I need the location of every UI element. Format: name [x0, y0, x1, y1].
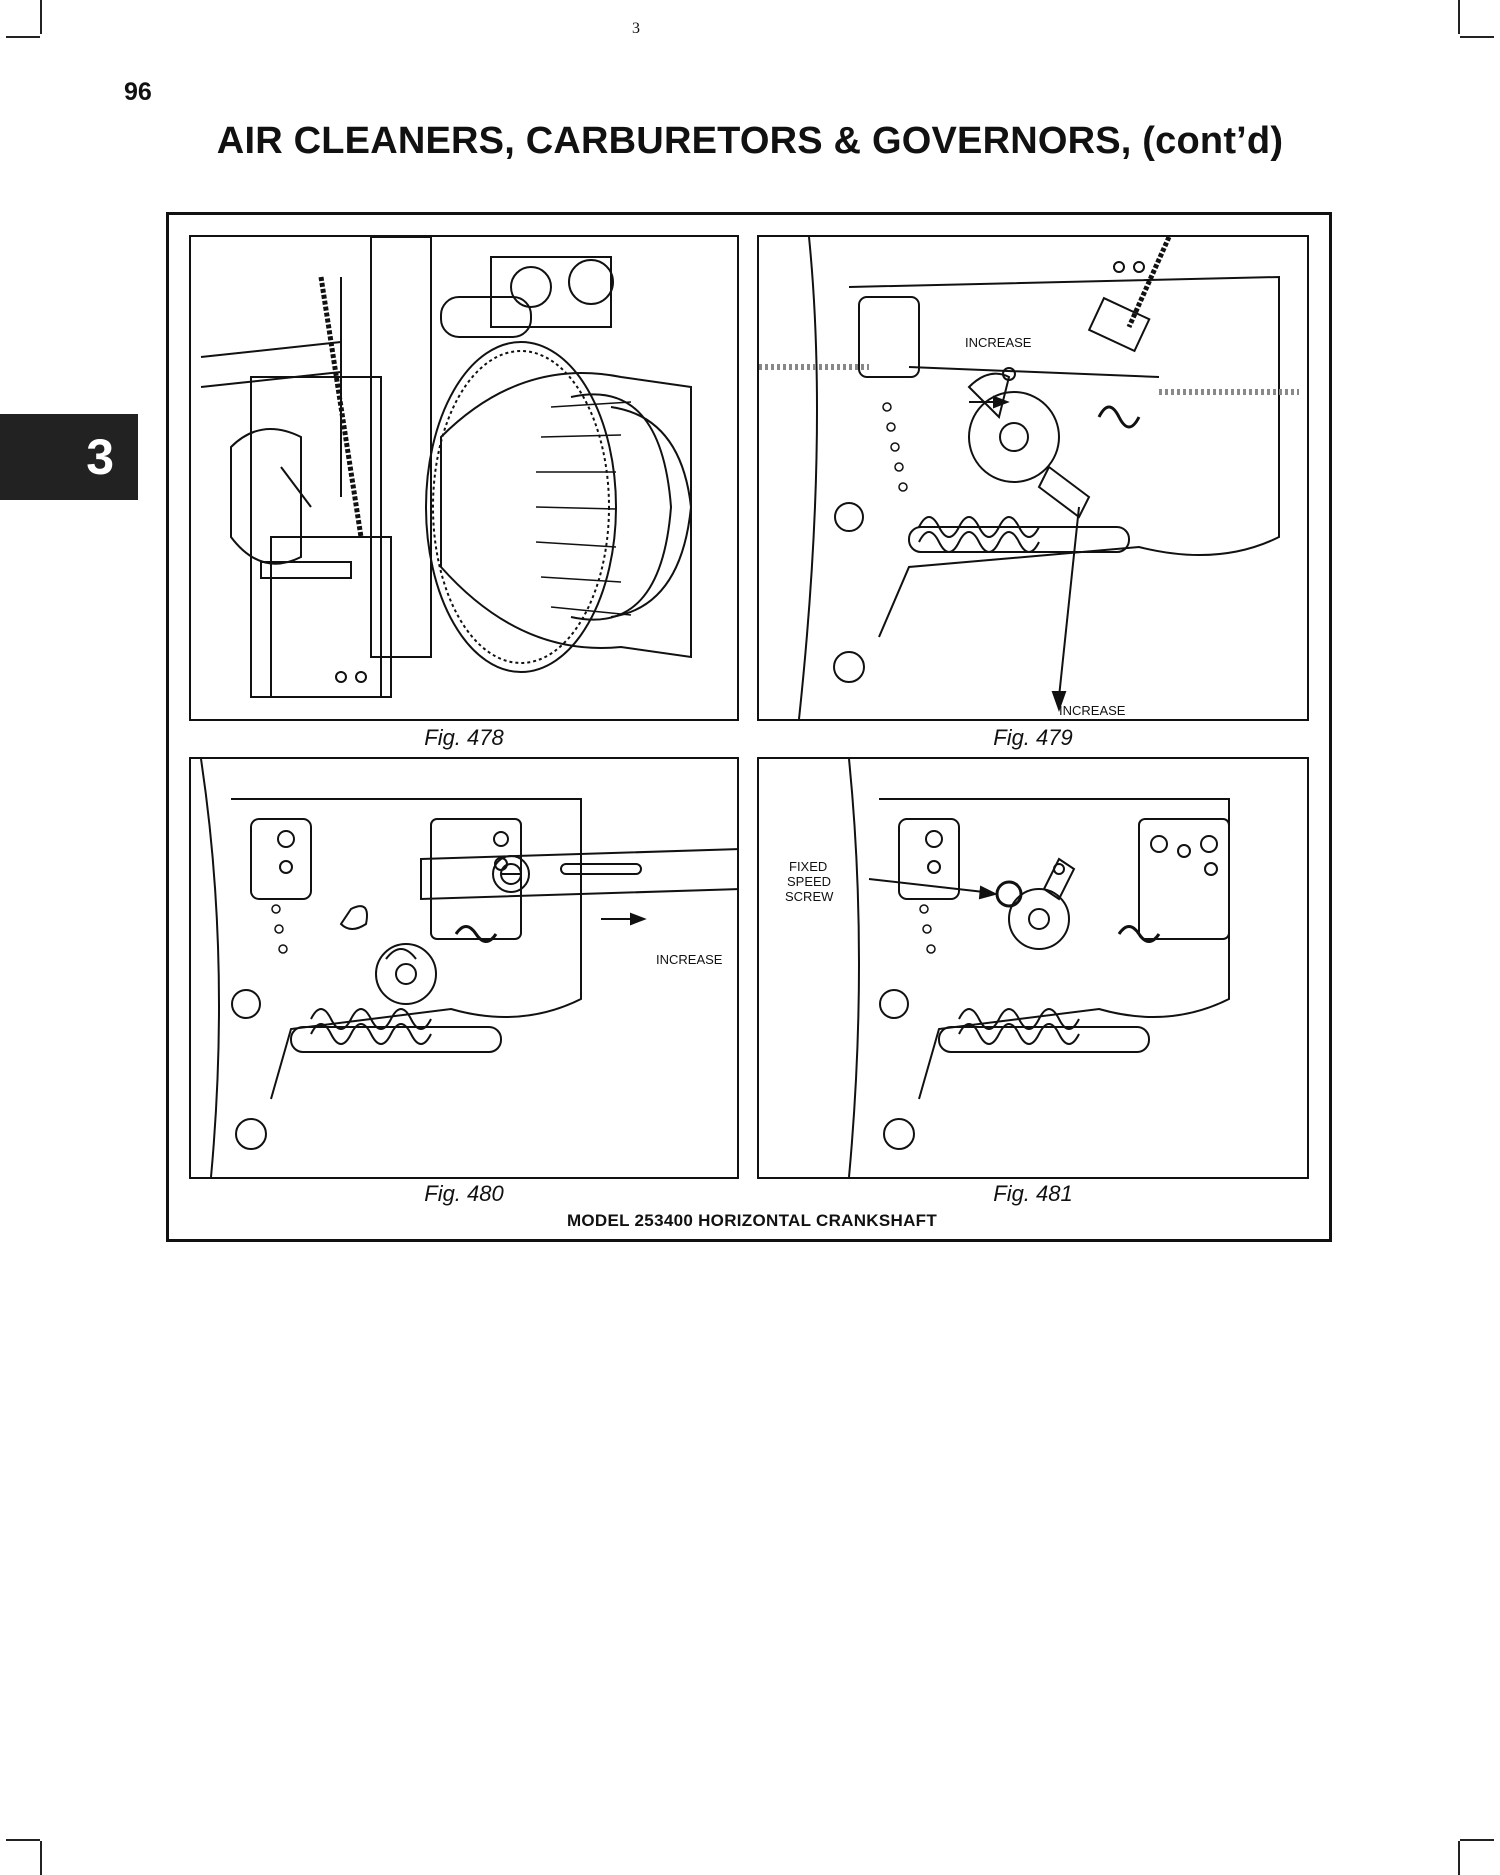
fixed-label: FIXED — [789, 859, 827, 874]
figure-480-caption: Fig. 480 — [424, 1181, 504, 1206]
page-number: 96 — [124, 78, 152, 106]
figure-478-caption: Fig. 478 — [424, 725, 504, 750]
crop-mark — [40, 1841, 42, 1875]
page-title: AIR CLEANERS, CARBURETORS & GOVERNORS, (… — [216, 120, 1284, 162]
crop-mark — [1458, 1841, 1460, 1875]
chapter-tab: 3 — [0, 414, 138, 500]
crop-mark — [1460, 36, 1494, 38]
engine-flywheel-illustration — [200, 237, 693, 698]
increase-label: INCREASE — [656, 952, 723, 967]
model-caption: MODEL 253400 HORIZONTAL CRANKSHAFT — [566, 1211, 938, 1230]
figure-481-caption: Fig. 481 — [993, 1181, 1073, 1206]
fixed-speed-screw-illustration: FIXED SPEED SCREW — [785, 759, 1230, 1177]
figure-479: INCREASE INCREASE — [757, 235, 1309, 721]
crop-mark — [6, 36, 40, 38]
figure-box: Fig. 478 — [166, 212, 1332, 1242]
governor-adjustment-illustration: INCREASE — [200, 759, 737, 1177]
figure-478 — [189, 235, 739, 721]
figure-481: FIXED SPEED SCREW — [757, 757, 1309, 1179]
crop-mark — [1458, 0, 1460, 34]
screw-label: SCREW — [785, 889, 834, 904]
governor-linkage-illustration: INCREASE INCREASE — [759, 237, 1299, 719]
increase-label: INCREASE — [965, 335, 1032, 350]
figure-479-caption: Fig. 479 — [993, 725, 1073, 750]
increase-label: INCREASE — [1059, 703, 1126, 718]
figure-480: INCREASE — [189, 757, 739, 1179]
crop-mark — [6, 1839, 40, 1841]
speed-label: SPEED — [787, 874, 831, 889]
crop-mark — [1460, 1839, 1494, 1841]
header-number: 3 — [632, 20, 640, 37]
crop-mark — [40, 0, 42, 34]
